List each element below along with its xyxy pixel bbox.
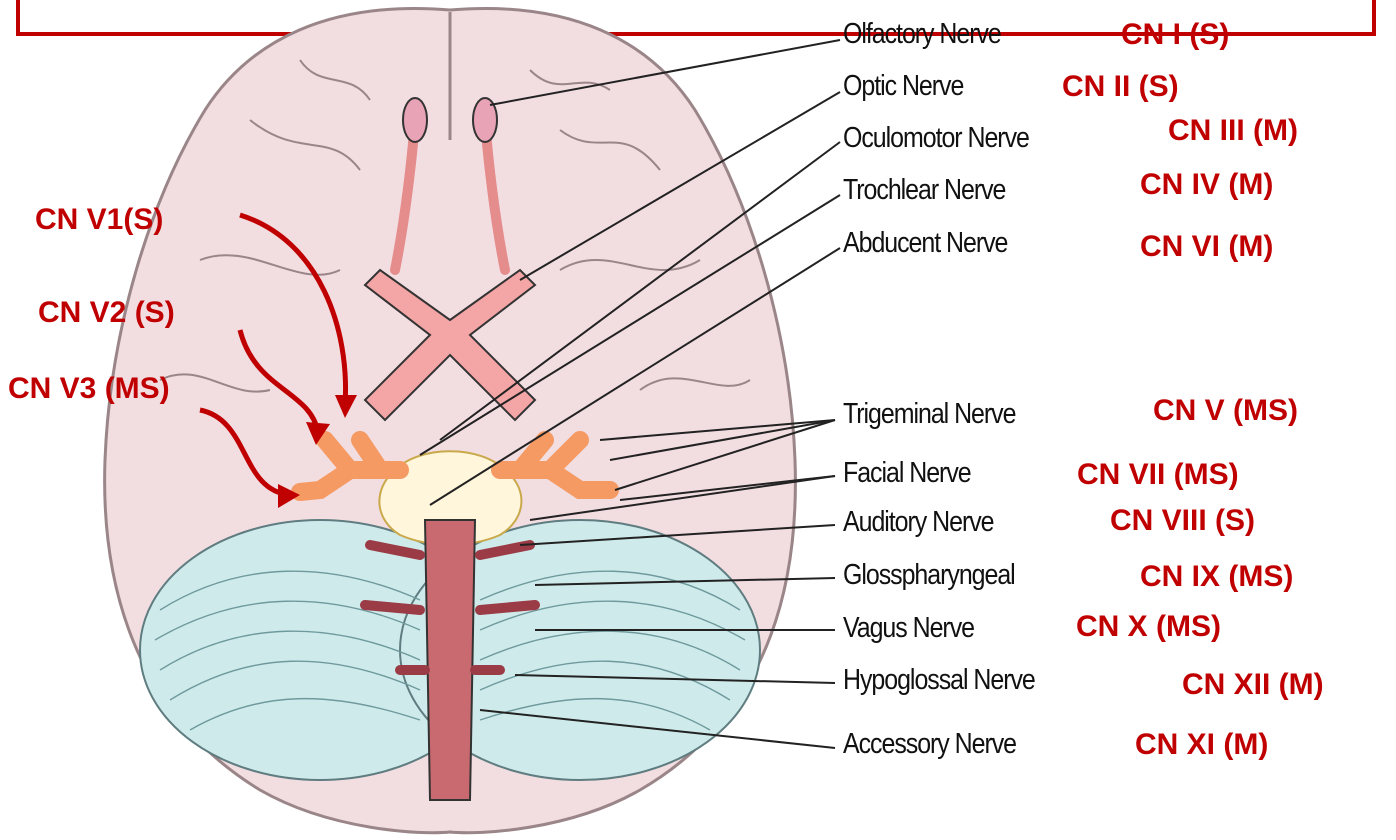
label-auditory-nerve: Auditory Nerve: [843, 508, 994, 537]
label-oculomotor-nerve: Oculomotor Nerve: [843, 124, 1029, 153]
brainstem: [425, 520, 475, 800]
label-trochlear-nerve: Trochlear Nerve: [843, 176, 1005, 205]
label-vagus-nerve: Vagus Nerve: [843, 614, 974, 643]
cn-accessory: CN XI (M): [1135, 730, 1268, 760]
label-hypoglossal-nerve: Hypoglossal Nerve: [843, 666, 1035, 695]
label-accessory-nerve: Accessory Nerve: [843, 730, 1016, 759]
cn-optic: CN II (S): [1062, 72, 1179, 102]
cn-auditory: CN VIII (S): [1110, 506, 1255, 536]
label-olfactory-nerve: Olfactory Nerve: [843, 20, 1001, 49]
cn-facial: CN VII (MS): [1077, 460, 1239, 490]
cn-abducent: CN VI (M): [1140, 232, 1273, 262]
label-optic-nerve: Optic Nerve: [843, 72, 963, 101]
cn-olfactory: CN I (S): [1121, 20, 1229, 50]
cn-hypoglossal: CN XII (M): [1182, 670, 1324, 700]
cn-glosspharyngeal: CN IX (MS): [1140, 562, 1293, 592]
cn-vagus: CN X (MS): [1076, 612, 1221, 642]
label-cn-v1: CN V1(S): [35, 205, 163, 235]
cn-oculomotor: CN III (M): [1168, 116, 1298, 146]
cn-trigeminal: CN V (MS): [1153, 396, 1298, 426]
olfactory-bulb-left: [403, 98, 427, 142]
label-cn-v2: CN V2 (S): [38, 298, 175, 328]
label-trigeminal-nerve: Trigeminal Nerve: [843, 400, 1015, 429]
label-abducent-nerve: Abducent Nerve: [843, 229, 1007, 258]
label-glosspharyngeal: Glosspharyngeal: [843, 561, 1015, 590]
cn-trochlear: CN IV (M): [1140, 170, 1273, 200]
label-facial-nerve: Facial Nerve: [843, 459, 971, 488]
label-cn-v3: CN V3 (MS): [8, 374, 170, 404]
